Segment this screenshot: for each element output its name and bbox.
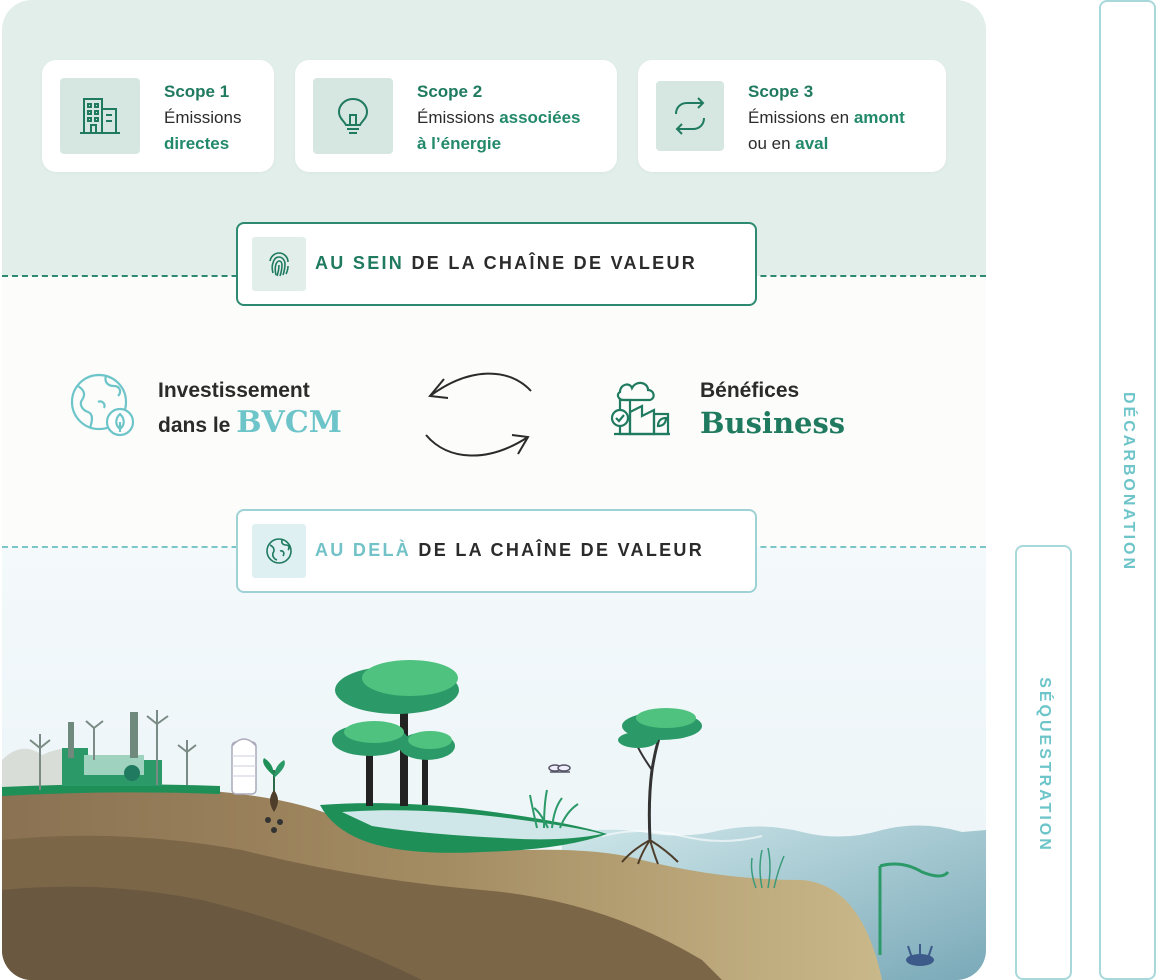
beyond-value-chain-band: AU DELÀ DE LA CHAÎNE DE VALEUR xyxy=(236,509,757,593)
fingerprint-icon xyxy=(252,237,306,291)
scope-desc-plain: Émissions en xyxy=(748,108,854,127)
scope-title: Scope 3 xyxy=(748,82,814,101)
lightbulb-icon xyxy=(313,78,393,154)
grass-left xyxy=(2,784,220,796)
sapling-illustration xyxy=(263,758,285,833)
investment-bvcm-text: Investissement dans le BVCM xyxy=(158,375,342,442)
cycle-arrows-icon xyxy=(656,81,724,151)
scope-desc-plain: ou en xyxy=(748,134,796,153)
reeds-illustration xyxy=(529,789,579,829)
silo-illustration xyxy=(231,738,257,795)
dragonfly-illustration xyxy=(548,764,571,773)
globe-icon xyxy=(252,524,306,578)
scope-2-text: Scope 2 Émissions associées à l’énergie xyxy=(417,79,580,157)
scope-desc-highlight: aval xyxy=(795,134,829,153)
within-value-chain-label: AU SEIN DE LA CHAÎNE DE VALEUR xyxy=(315,253,697,274)
scope-3-card: Scope 3 Émissions en amont ou en aval xyxy=(638,60,946,172)
band-rest: DE LA CHAÎNE DE VALEUR xyxy=(411,253,698,273)
decarbonation-label: DÉCARBONATION xyxy=(1119,391,1137,573)
scope-3-text: Scope 3 Émissions en amont ou en aval xyxy=(748,79,905,157)
business-highlight: Business xyxy=(700,406,846,440)
landscape-illustration xyxy=(2,660,986,980)
scope-desc-highlight: directes xyxy=(164,134,230,153)
coral-illustration xyxy=(906,944,934,966)
investment-line1: Investissement xyxy=(158,379,310,402)
band-accent: AU DELÀ xyxy=(315,540,412,560)
business-benefits-text: Bénéfices Business xyxy=(700,375,845,439)
investment-line2-plain: dans le xyxy=(158,414,237,437)
globe-leaf-icon xyxy=(70,373,135,437)
scope-2-card: Scope 2 Émissions associées à l’énergie xyxy=(295,60,617,172)
benefits-line1: Bénéfices xyxy=(700,379,800,402)
scope-1-card: Scope 1 Émissions directes xyxy=(42,60,274,172)
sequestration-bar: SÉQUESTRATION xyxy=(1015,545,1072,980)
band-rest: DE LA CHAÎNE DE VALEUR xyxy=(418,540,705,560)
forest-trees xyxy=(332,660,459,806)
seagrass-illustration xyxy=(750,847,950,955)
sequestration-label: SÉQUESTRATION xyxy=(1035,677,1053,853)
bvcm-highlight: BVCM xyxy=(236,405,342,440)
main-panel: Scope 1 Émissions directes Scope 2 Émiss… xyxy=(2,0,986,980)
building-icon xyxy=(60,78,140,154)
exchange-arrows-icon xyxy=(425,372,532,457)
factory-illustration xyxy=(29,710,197,790)
beyond-value-chain-label: AU DELÀ DE LA CHAÎNE DE VALEUR xyxy=(315,540,704,561)
scope-1-text: Scope 1 Émissions directes xyxy=(164,79,241,157)
band-accent: AU SEIN xyxy=(315,253,405,273)
scope-desc-highlight: associées xyxy=(499,108,581,127)
factory-check-icon xyxy=(610,381,670,436)
scope-desc-plain: Émissions xyxy=(164,108,242,127)
mangrove-illustration xyxy=(618,708,702,865)
scope-title: Scope 1 xyxy=(164,82,230,101)
within-value-chain-band: AU SEIN DE LA CHAÎNE DE VALEUR xyxy=(236,222,757,306)
scope-desc-highlight: amont xyxy=(853,108,905,127)
scope-title: Scope 2 xyxy=(417,82,483,101)
scope-desc-highlight: à l’énergie xyxy=(417,134,502,153)
scope-desc-plain: Émissions xyxy=(417,108,500,127)
decarbonation-bar: DÉCARBONATION xyxy=(1099,0,1156,980)
